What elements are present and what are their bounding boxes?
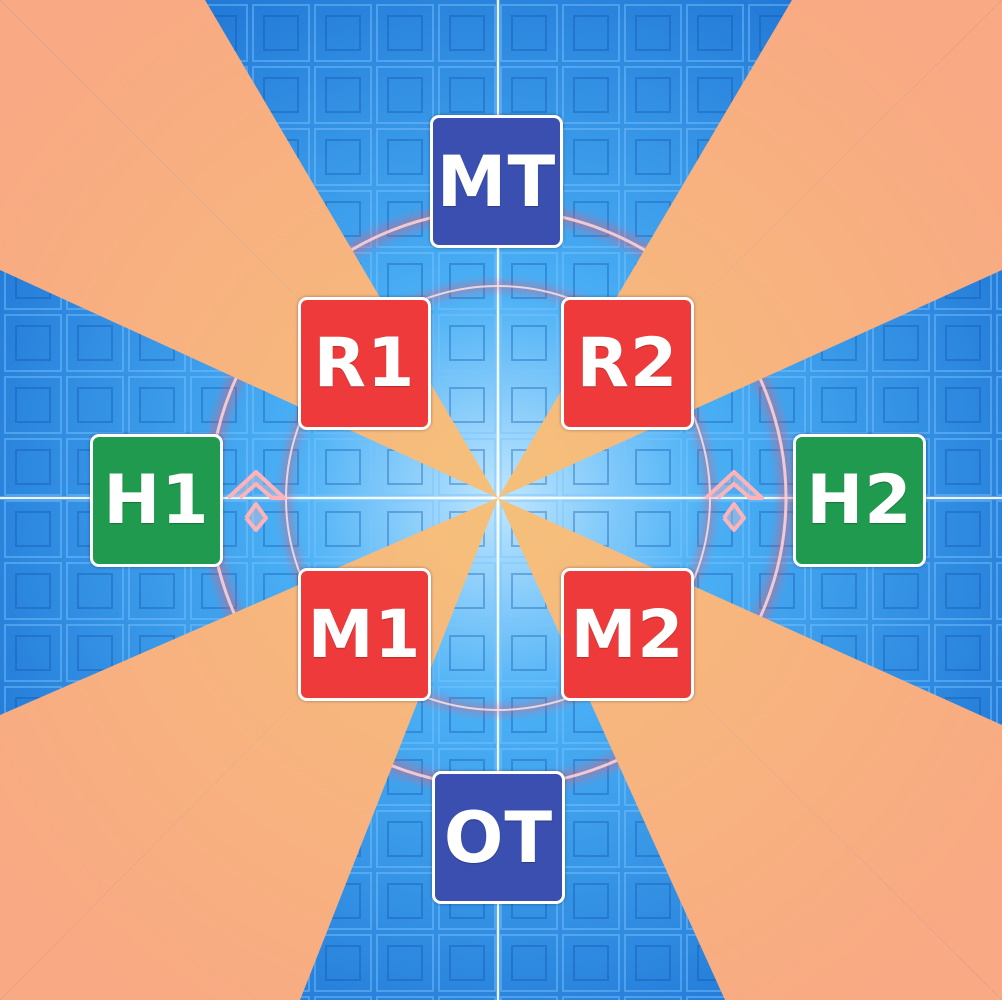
marker-r1-label: R1 — [313, 324, 416, 403]
marker-r2-label: R2 — [576, 324, 679, 403]
marker-h2: H2 — [793, 434, 926, 567]
marker-h1: H1 — [90, 434, 223, 567]
marker-h2-label: H2 — [806, 461, 913, 540]
marker-ot: OT — [432, 771, 565, 904]
marker-m1-label: M1 — [307, 596, 422, 673]
marker-h1-label: H1 — [103, 461, 210, 540]
chevron-up-icon-right — [704, 470, 764, 532]
marker-m2: M2 — [561, 568, 694, 701]
marker-mt: MT — [430, 115, 563, 248]
marker-mt-label: MT — [436, 140, 557, 223]
chevron-up-icon-left — [226, 470, 286, 532]
marker-m1: M1 — [298, 568, 431, 701]
marker-r2: R2 — [561, 297, 694, 430]
marker-m2-label: M2 — [570, 596, 685, 673]
marker-r1: R1 — [298, 297, 431, 430]
marker-ot-label: OT — [443, 796, 554, 879]
